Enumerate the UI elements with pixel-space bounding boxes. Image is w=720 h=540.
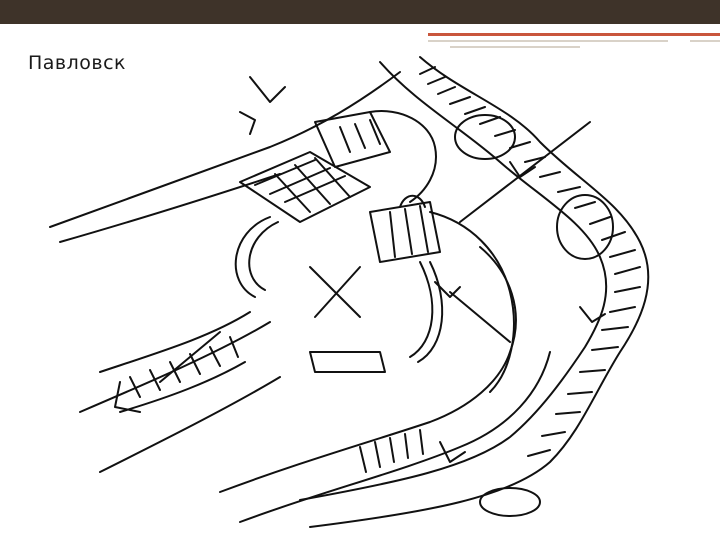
slide-title: Павловск	[28, 52, 127, 74]
decor-line	[428, 40, 668, 42]
decor-line	[450, 46, 580, 48]
slide-top-bar	[0, 0, 720, 24]
slide-accent-line	[0, 24, 720, 30]
decor-line	[690, 40, 720, 42]
site-plan-sketch-icon	[40, 52, 690, 532]
site-plan-drawing	[49, 56, 650, 528]
decor-line	[428, 33, 720, 36]
